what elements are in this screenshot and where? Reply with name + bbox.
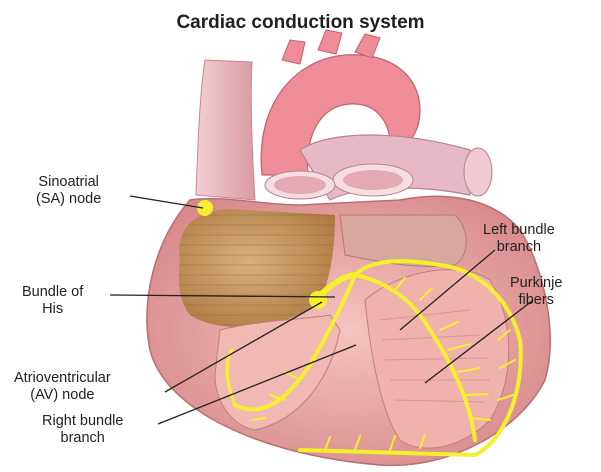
- superior-vena-cava: [196, 60, 255, 200]
- label-sa-node: Sinoatrial (SA) node: [36, 174, 101, 208]
- label-right-bundle-branch: Right bundle branch: [42, 413, 123, 447]
- label-purkinje-fibers: Purkinje fibers: [510, 275, 562, 309]
- av-node-marker: [309, 291, 327, 309]
- label-av-node: Atrioventricular (AV) node: [14, 370, 111, 404]
- label-bundle-of-his: Bundle of His: [22, 284, 83, 318]
- label-left-bundle-branch: Left bundle branch: [483, 222, 555, 256]
